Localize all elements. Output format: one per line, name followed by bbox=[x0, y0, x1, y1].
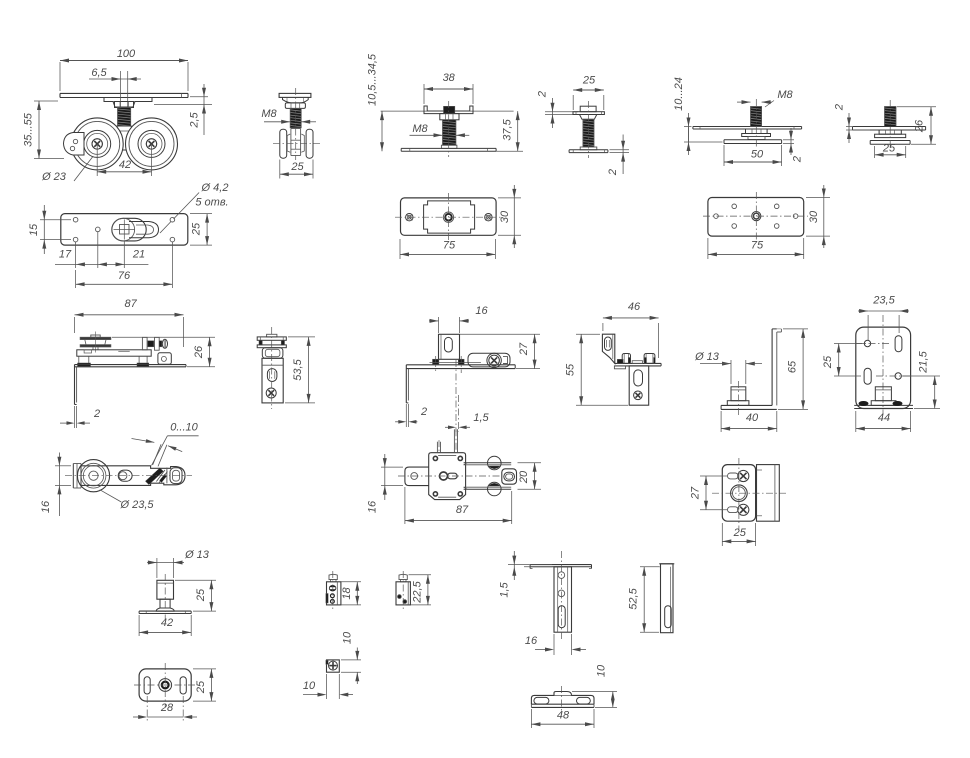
svg-text:21,5: 21,5 bbox=[918, 350, 930, 373]
svg-text:23,5: 23,5 bbox=[872, 295, 895, 307]
svg-text:10...24: 10...24 bbox=[673, 77, 685, 111]
svg-text:Ø 23,5: Ø 23,5 bbox=[119, 499, 154, 511]
svg-text:25: 25 bbox=[191, 222, 203, 236]
svg-text:25: 25 bbox=[195, 588, 207, 602]
svg-text:65: 65 bbox=[787, 360, 799, 373]
svg-text:21: 21 bbox=[132, 249, 145, 261]
svg-text:M8: M8 bbox=[261, 108, 277, 120]
svg-text:Ø 4,2: Ø 4,2 bbox=[201, 182, 229, 194]
svg-text:Ø 23: Ø 23 bbox=[41, 171, 67, 183]
svg-text:2,5: 2,5 bbox=[189, 111, 201, 128]
svg-text:25: 25 bbox=[733, 527, 747, 539]
svg-text:16: 16 bbox=[367, 500, 379, 513]
svg-text:Ø 13: Ø 13 bbox=[694, 351, 720, 363]
svg-text:46: 46 bbox=[628, 301, 641, 313]
svg-text:27: 27 bbox=[690, 486, 702, 500]
svg-text:15: 15 bbox=[28, 223, 40, 236]
svg-text:1,5: 1,5 bbox=[499, 581, 511, 597]
svg-text:2: 2 bbox=[607, 169, 619, 176]
svg-text:22,5: 22,5 bbox=[411, 580, 423, 603]
svg-text:2: 2 bbox=[93, 408, 100, 420]
svg-text:M8: M8 bbox=[412, 123, 428, 135]
svg-text:44: 44 bbox=[878, 412, 890, 424]
svg-text:Ø 13: Ø 13 bbox=[184, 549, 210, 561]
svg-text:10: 10 bbox=[342, 631, 354, 644]
svg-text:30: 30 bbox=[808, 210, 820, 223]
svg-text:28: 28 bbox=[160, 702, 174, 714]
svg-text:30: 30 bbox=[499, 210, 511, 223]
svg-text:10: 10 bbox=[595, 664, 607, 677]
svg-text:2: 2 bbox=[792, 156, 804, 163]
svg-text:42: 42 bbox=[119, 159, 131, 171]
svg-text:25: 25 bbox=[582, 75, 596, 87]
svg-text:2: 2 bbox=[834, 104, 846, 111]
svg-text:76: 76 bbox=[118, 270, 131, 282]
svg-text:10: 10 bbox=[303, 680, 316, 692]
svg-text:75: 75 bbox=[443, 240, 456, 252]
svg-text:16: 16 bbox=[40, 500, 52, 513]
svg-text:M8: M8 bbox=[777, 89, 793, 101]
svg-text:26: 26 bbox=[914, 119, 926, 133]
svg-text:1,5: 1,5 bbox=[473, 412, 489, 424]
svg-text:16: 16 bbox=[475, 305, 488, 317]
svg-text:100: 100 bbox=[117, 48, 136, 60]
svg-text:26: 26 bbox=[193, 345, 205, 359]
svg-text:55: 55 bbox=[565, 363, 577, 376]
svg-text:42: 42 bbox=[161, 617, 173, 629]
svg-text:53,5: 53,5 bbox=[292, 358, 304, 380]
svg-text:25: 25 bbox=[822, 355, 834, 369]
svg-text:5 отв.: 5 отв. bbox=[195, 197, 228, 209]
svg-text:38: 38 bbox=[443, 72, 456, 84]
svg-text:87: 87 bbox=[124, 298, 137, 310]
svg-text:2: 2 bbox=[420, 406, 427, 418]
svg-text:6,5: 6,5 bbox=[91, 67, 107, 79]
svg-text:20: 20 bbox=[518, 470, 530, 484]
svg-text:0...10: 0...10 bbox=[170, 422, 198, 434]
svg-text:2: 2 bbox=[537, 91, 549, 98]
svg-text:18: 18 bbox=[341, 587, 353, 600]
svg-text:52,5: 52,5 bbox=[628, 587, 640, 609]
svg-text:50: 50 bbox=[751, 149, 764, 161]
svg-text:75: 75 bbox=[751, 240, 764, 252]
svg-text:35...55: 35...55 bbox=[23, 112, 35, 147]
svg-text:40: 40 bbox=[746, 412, 759, 424]
svg-text:17: 17 bbox=[59, 249, 72, 261]
svg-text:27: 27 bbox=[518, 342, 530, 356]
svg-text:37,5: 37,5 bbox=[502, 118, 514, 140]
svg-text:10,5...34,5: 10,5...34,5 bbox=[367, 53, 379, 106]
svg-text:25: 25 bbox=[882, 143, 896, 155]
svg-text:25: 25 bbox=[195, 680, 207, 694]
svg-text:16: 16 bbox=[525, 635, 538, 647]
svg-text:25: 25 bbox=[290, 161, 304, 173]
svg-text:87: 87 bbox=[456, 504, 469, 516]
svg-text:48: 48 bbox=[557, 710, 570, 722]
